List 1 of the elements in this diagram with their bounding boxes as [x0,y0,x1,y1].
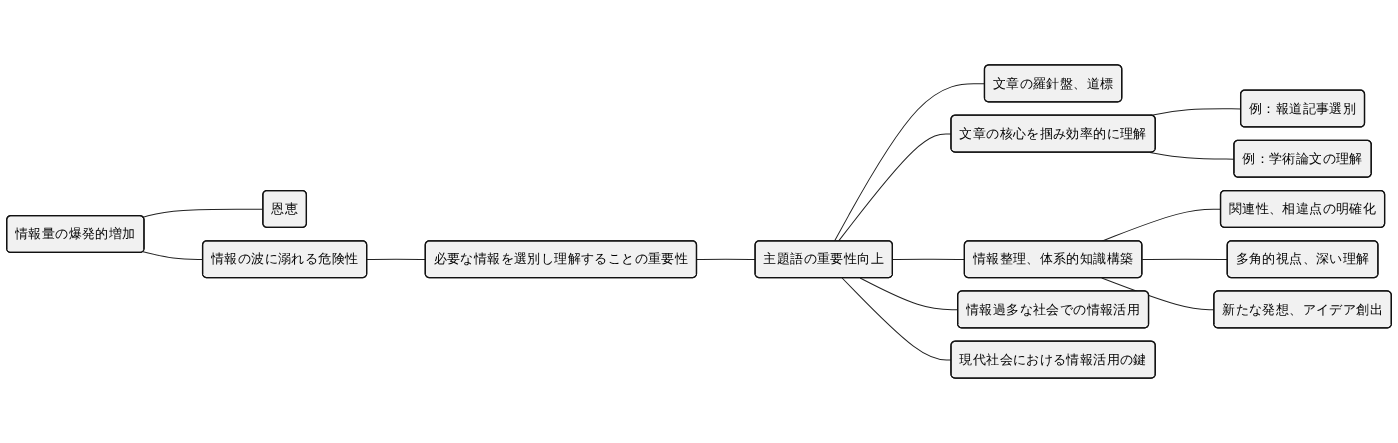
connector [696,258,756,261]
